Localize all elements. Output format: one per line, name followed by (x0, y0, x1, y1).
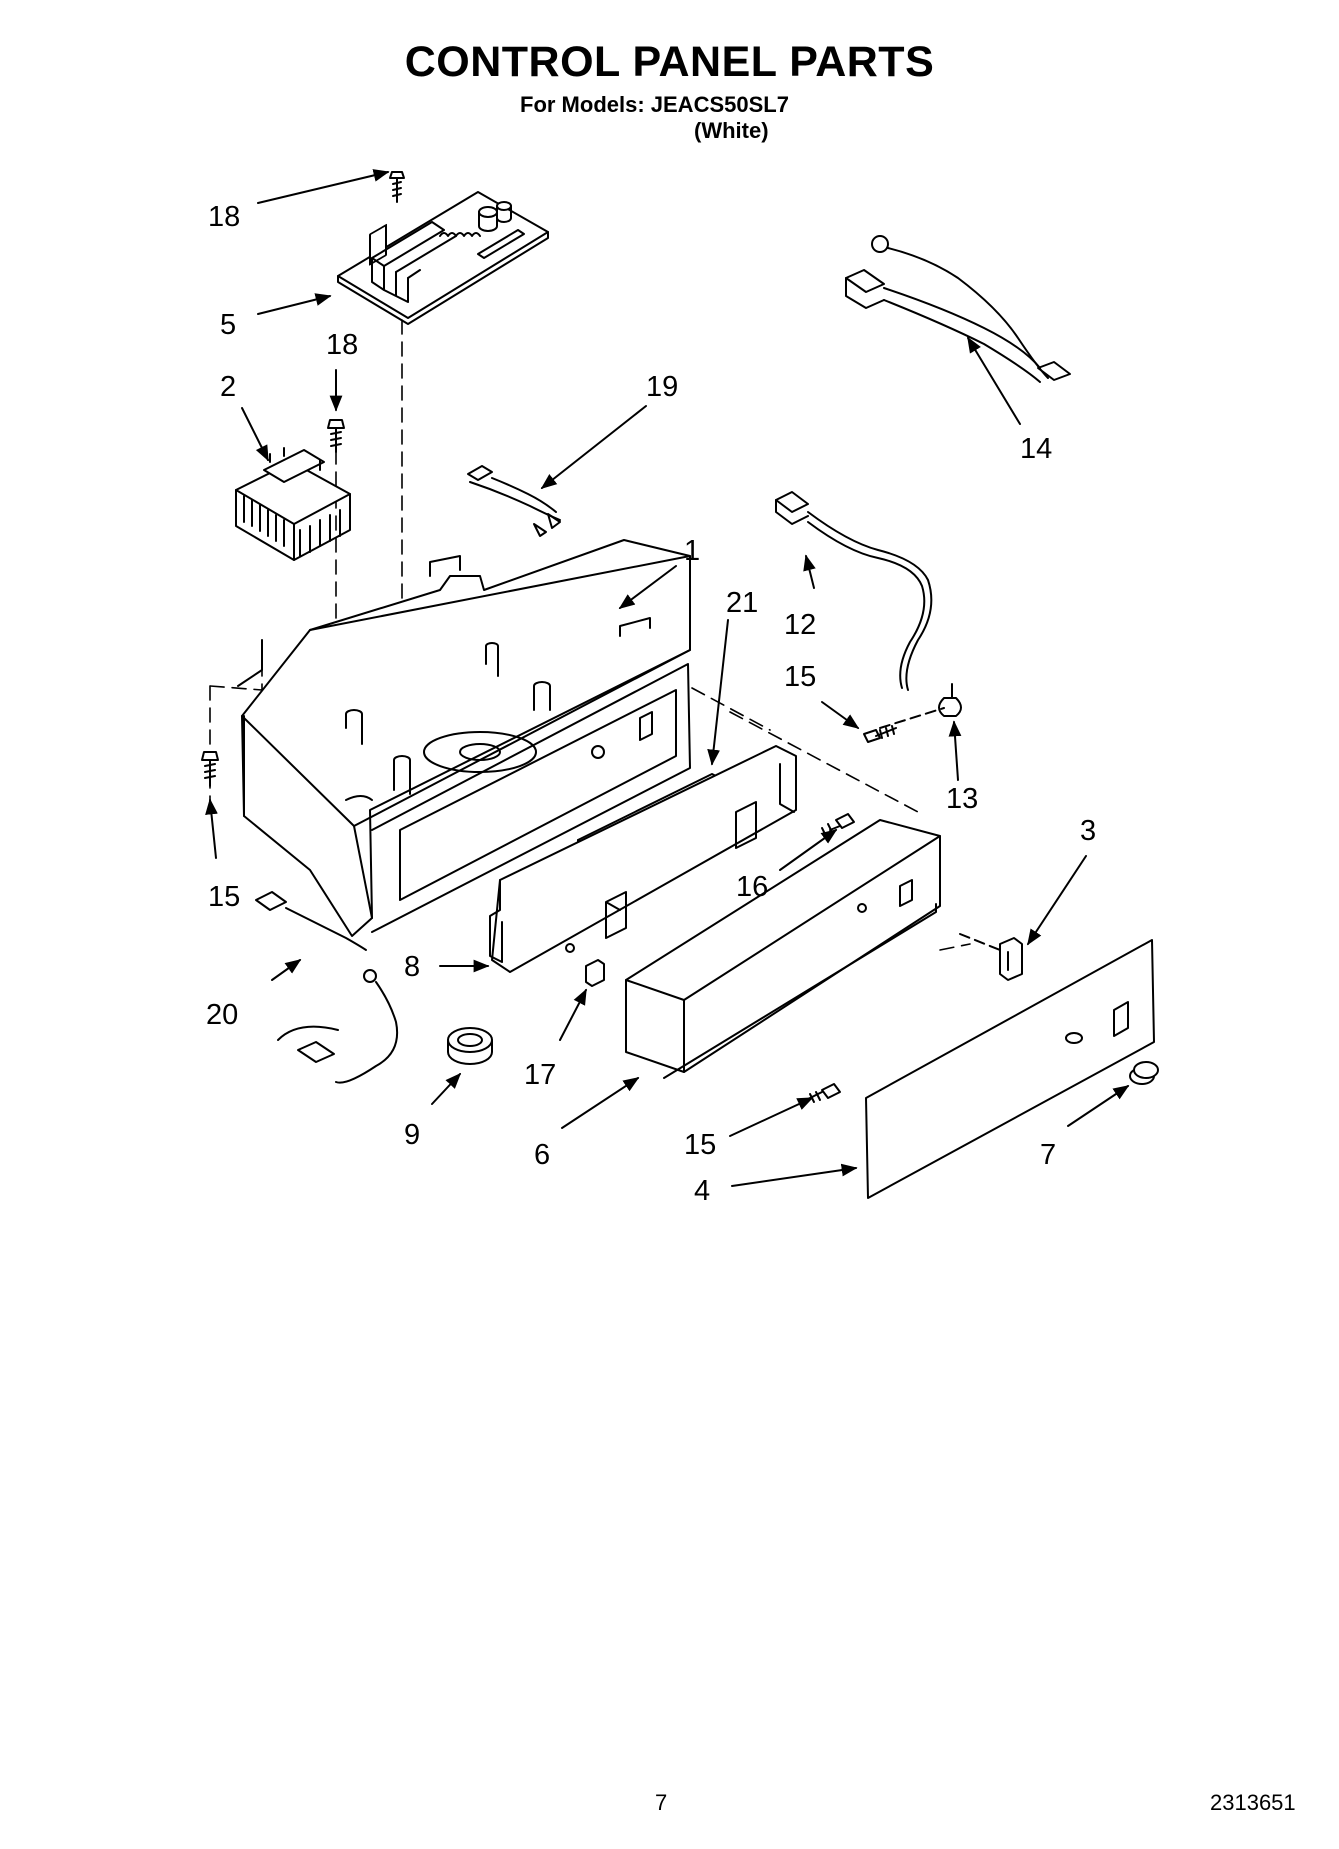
knob-7 (1129, 1061, 1159, 1085)
callout-1: 1 (684, 535, 700, 567)
color-line: (White) (694, 118, 769, 143)
document-number: 2313651 (1210, 1790, 1296, 1815)
screw-15-right (863, 725, 897, 743)
callout-labels: 18 5 18 2 19 14 1 21 12 15 13 3 15 16 8 … (206, 201, 1096, 1207)
callout-16: 16 (736, 871, 768, 903)
clip-17 (585, 959, 605, 987)
callout-6: 6 (534, 1139, 550, 1171)
panel-6 (625, 819, 941, 1079)
screw-18-top (389, 171, 405, 203)
ground-clip-13 (879, 683, 962, 729)
screw-18-mid (327, 419, 345, 453)
sensor-20 (255, 891, 398, 1084)
transformer-2 (235, 447, 351, 561)
callout-13: 13 (946, 783, 978, 815)
models-line: For Models: JEACS50SL7 (520, 92, 789, 117)
callout-7: 7 (1040, 1139, 1056, 1171)
callout-20: 20 (206, 999, 238, 1031)
callout-15-bottom: 15 (684, 1129, 716, 1161)
screw-15-left (201, 751, 219, 787)
callout-5: 5 (220, 309, 236, 341)
page-title: CONTROL PANEL PARTS (404, 38, 935, 86)
overlay-4 (865, 939, 1155, 1199)
wire-12 (775, 491, 933, 691)
control-board-5 (337, 191, 549, 325)
grommet-9 (447, 1027, 493, 1065)
callout-arrows (205, 169, 1130, 1187)
callout-21: 21 (726, 587, 758, 619)
switch-3 (959, 933, 1023, 981)
callout-4: 4 (694, 1175, 710, 1207)
callout-14: 14 (1020, 433, 1052, 465)
bracket-8 (489, 745, 797, 973)
callout-2: 2 (220, 371, 236, 403)
callout-12: 12 (784, 609, 816, 641)
screw-16 (821, 813, 855, 837)
wire-harness-14 (845, 235, 1071, 383)
callout-8: 8 (404, 951, 420, 983)
callout-9: 9 (404, 1119, 420, 1151)
control-housing-1 (237, 539, 691, 937)
callout-15-left: 15 (208, 881, 240, 913)
callout-19: 19 (646, 371, 678, 403)
callout-18-top: 18 (208, 201, 240, 233)
callout-15-right: 15 (784, 661, 816, 693)
callout-3: 3 (1080, 815, 1096, 847)
callout-17: 17 (524, 1059, 556, 1091)
page-number: 7 (655, 1790, 668, 1815)
callout-18-mid: 18 (326, 329, 358, 361)
jumper-wire-19 (467, 465, 561, 537)
